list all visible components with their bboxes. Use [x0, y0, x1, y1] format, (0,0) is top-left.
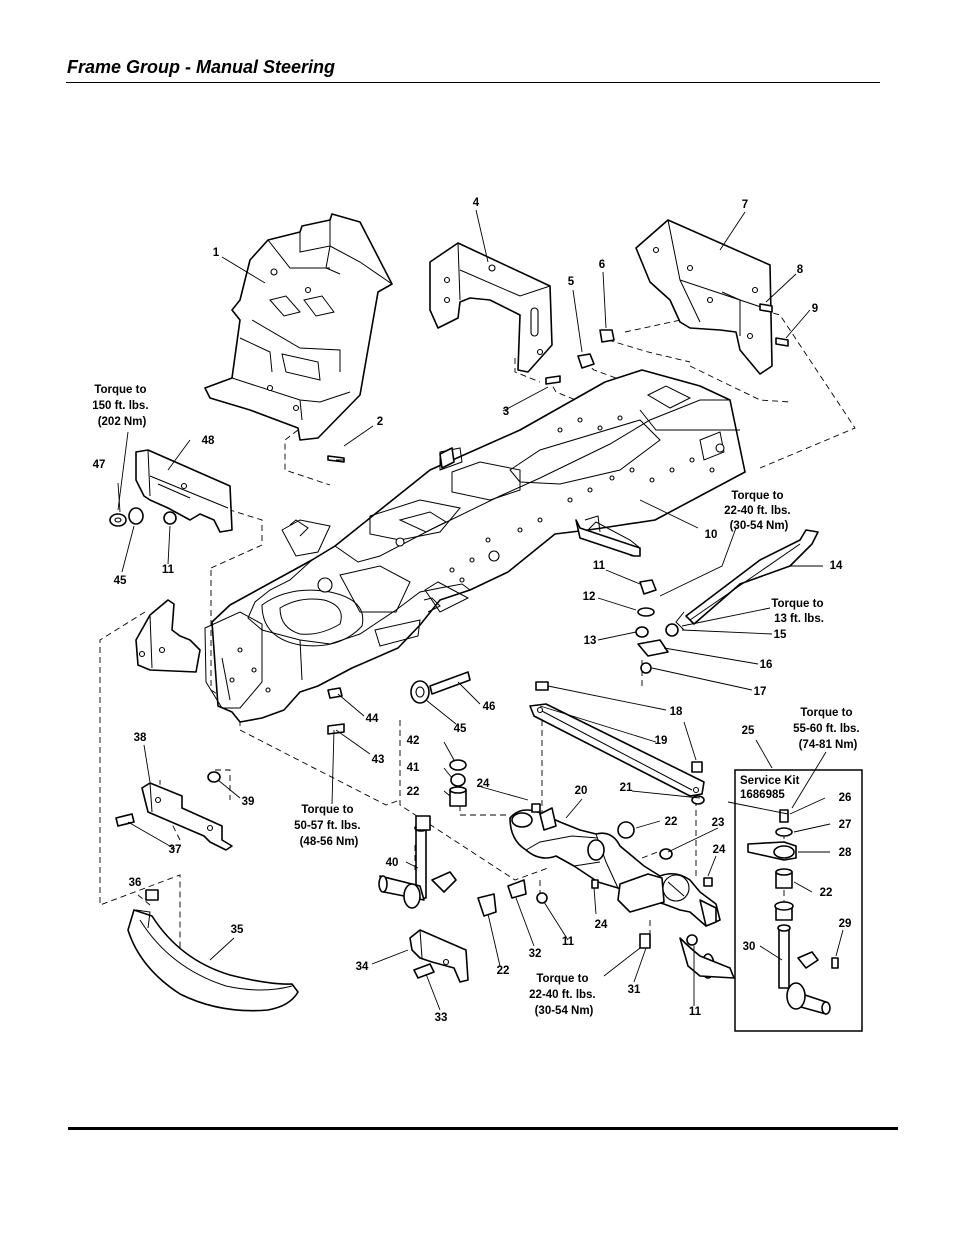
callout-11-right: 11 — [689, 1006, 702, 1018]
callout-24-left: 24 — [477, 778, 490, 790]
callout-42: 42 — [407, 735, 420, 747]
callout-8: 8 — [797, 264, 804, 276]
callout-48: 48 — [202, 435, 215, 447]
callout-39: 39 — [242, 796, 255, 808]
callout-21: 21 — [620, 782, 633, 794]
callout-25: 25 — [742, 725, 755, 737]
callout-24-right: 24 — [713, 844, 726, 856]
callout-45-left: 45 — [114, 575, 127, 587]
callout-24-bottom: 24 — [595, 919, 608, 931]
part-4-bracket — [429, 242, 553, 373]
torque-note-22-40-upper: Torque to 22-40 ft. lbs. (30-54 Nm) — [724, 490, 794, 532]
part-20-axle-assembly — [509, 807, 735, 979]
callout-12: 12 — [583, 591, 596, 603]
callout-22-kit: 22 — [820, 887, 833, 899]
callout-35: 35 — [231, 924, 244, 936]
part-48-bracket — [135, 449, 233, 533]
callout-1: 1 — [213, 247, 220, 259]
callout-13: 13 — [584, 635, 597, 647]
title-rule — [66, 82, 880, 83]
callout-34: 34 — [356, 961, 369, 973]
callout-26: 26 — [839, 792, 852, 804]
torque-note-55-60: Torque to 55-60 ft. lbs. (74-81 Nm) — [793, 707, 863, 751]
bottom-rule — [68, 1127, 898, 1130]
callout-7: 7 — [742, 199, 748, 211]
callout-11-left: 11 — [162, 564, 175, 576]
callout-15: 15 — [774, 629, 787, 641]
callout-16: 16 — [760, 659, 773, 671]
left-frame-end-bracket — [135, 599, 201, 673]
callout-32: 32 — [529, 948, 542, 960]
part-35-bumper — [127, 909, 299, 1012]
callout-19: 19 — [655, 735, 668, 747]
callout-18: 18 — [670, 706, 683, 718]
callout-30: 30 — [743, 941, 756, 953]
part-7-rear-plate — [635, 219, 773, 375]
torque-note-22-40-lower: Torque to 22-40 ft. lbs. (30-54 Nm) — [529, 973, 599, 1017]
callout-36: 36 — [129, 877, 142, 889]
service-kit-box: Service Kit 1686985 — [734, 769, 863, 1032]
torque-note-150: Torque to 150 ft. lbs. (202 Nm) — [92, 384, 151, 428]
part-38-bracket — [141, 782, 233, 851]
part-1-dash-panel — [204, 213, 393, 441]
callout-3: 3 — [503, 406, 509, 418]
callout-37: 37 — [169, 844, 182, 856]
callout-41: 41 — [407, 762, 420, 774]
callout-22-left: 22 — [407, 786, 420, 798]
callout-17: 17 — [754, 686, 767, 698]
callout-labels: 1 2 3 4 5 6 7 8 9 10 11 11 11 11 12 13 1… — [93, 197, 852, 1024]
callout-4: 4 — [473, 197, 480, 209]
callout-47: 47 — [93, 459, 106, 471]
service-kit-title: Service Kit — [740, 775, 800, 787]
torque-note-13: Torque to 13 ft. lbs. — [771, 598, 826, 625]
callout-10: 10 — [705, 529, 718, 541]
callout-46: 46 — [483, 701, 496, 713]
hardware-pieces — [109, 303, 789, 979]
callout-45-center: 45 — [454, 723, 467, 735]
callout-28: 28 — [839, 847, 852, 859]
callout-43: 43 — [372, 754, 385, 766]
callout-44: 44 — [366, 713, 379, 725]
callout-5: 5 — [568, 276, 575, 288]
callout-27: 27 — [839, 819, 852, 831]
callout-2: 2 — [377, 416, 383, 428]
part-19-tie-rod — [529, 703, 705, 797]
callout-38: 38 — [134, 732, 147, 744]
torque-notes: Torque to 150 ft. lbs. (202 Nm) Torque t… — [92, 384, 863, 1017]
callout-14: 14 — [830, 560, 843, 572]
part-14-drag-link — [675, 529, 819, 631]
callout-9: 9 — [812, 303, 818, 315]
callout-11-bottom: 11 — [562, 936, 575, 948]
part-10-main-frame — [204, 369, 746, 723]
callout-22-bottom: 22 — [497, 965, 510, 977]
page-title: Frame Group - Manual Steering — [67, 57, 336, 77]
callout-22-center: 22 — [665, 816, 678, 828]
callout-23: 23 — [712, 817, 725, 829]
callout-11-top: 11 — [593, 560, 606, 572]
callout-33: 33 — [435, 1012, 448, 1024]
part-34-bracket — [409, 929, 469, 983]
callout-40: 40 — [386, 857, 399, 869]
callout-20: 20 — [575, 785, 588, 797]
leader-lines — [117, 209, 844, 1011]
callout-29: 29 — [839, 918, 852, 930]
callout-6: 6 — [599, 259, 605, 271]
service-kit-number: 1686985 — [740, 789, 785, 801]
torque-note-50-57: Torque to 50-57 ft. lbs. (48-56 Nm) — [294, 804, 364, 848]
callout-31: 31 — [628, 984, 641, 996]
